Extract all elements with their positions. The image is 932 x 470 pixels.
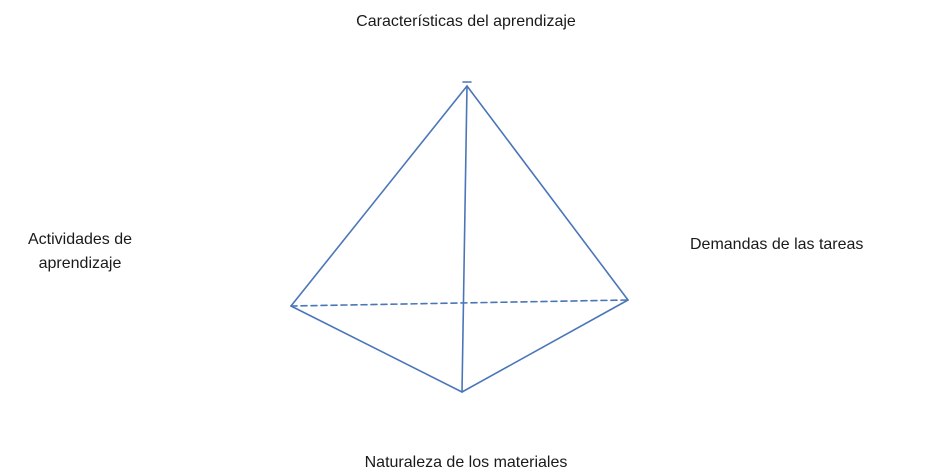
label-actividades-aprendizaje: Actividades de aprendizaje <box>10 228 150 276</box>
label-naturaleza-materiales: Naturaleza de los materiales <box>364 454 568 470</box>
edge-right-bottom <box>461 299 629 393</box>
edge-top-right <box>466 85 629 301</box>
label-demandas-tareas: Demandas de las tareas <box>690 236 864 253</box>
label-actividades-line1: Actividades de <box>27 231 133 248</box>
label-actividades-line2: aprendizaje <box>38 255 122 272</box>
edge-left-right-hidden <box>290 299 629 307</box>
edge-top-bottom <box>461 85 468 393</box>
edge-top-left <box>290 85 468 307</box>
edge-left-bottom <box>290 305 463 393</box>
label-caracteristicas-aprendizaje: Características del aprendizaje <box>356 13 576 30</box>
